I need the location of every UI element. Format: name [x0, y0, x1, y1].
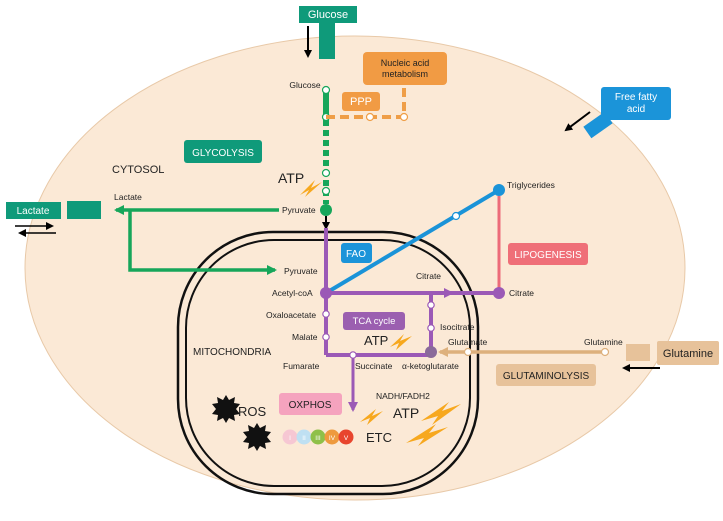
etc-complex-v	[338, 429, 354, 445]
lactate-channel	[67, 201, 101, 219]
etc-complex-label: I	[289, 435, 291, 442]
tca-node	[322, 333, 330, 341]
nucleic-acid-box	[363, 52, 447, 85]
nadh-label: NADH/FADH2	[376, 391, 430, 401]
fao-path	[324, 188, 501, 295]
glucose-transporter-label: Glucose	[308, 9, 348, 21]
glucose-channel	[319, 23, 335, 59]
cytosol-label: CYTOSOL	[112, 164, 164, 176]
oxphos-box	[279, 393, 342, 415]
atp-bolt-icon	[421, 402, 461, 425]
ppp-box	[342, 92, 380, 111]
lactate-transporter-label: Lactate	[17, 206, 50, 217]
glutaminolysis-label: GLUTAMINOLYSIS	[503, 371, 590, 382]
lactate-metabolite-label: Lactate	[114, 192, 142, 202]
tca-node	[349, 351, 357, 359]
alpha-kg-node	[425, 346, 437, 358]
lipogenesis-label: LIPOGENESIS	[514, 250, 582, 261]
triglycerides-node	[493, 184, 505, 196]
glutamine-node	[600, 347, 610, 357]
lactate-to-pyruvate-path	[128, 210, 277, 275]
malate-label: Malate	[292, 332, 318, 342]
tca-node	[322, 310, 330, 318]
etc-complex-ii	[296, 429, 312, 445]
tca-node	[427, 301, 435, 309]
triglycerides-label: Triglycerides	[507, 180, 555, 190]
glycolysis-node	[321, 168, 331, 178]
pyruvate-node	[320, 204, 332, 216]
ffa-transporter-box	[601, 87, 671, 120]
oxphos-label: OXPHOS	[289, 400, 332, 411]
lactate-transporter-box	[6, 202, 61, 219]
atp-bolt-icon	[300, 180, 322, 197]
ppp-node	[365, 112, 375, 122]
citrate-mito-label: Citrate	[416, 271, 441, 281]
atp-tca-label: ATP	[364, 333, 388, 348]
glucose-transporter-box	[299, 6, 357, 23]
pyruvate-cytosol-label: Pyruvate	[282, 205, 316, 215]
atp-bolt-icon	[406, 424, 448, 446]
fao-node	[451, 211, 461, 221]
pyruvate-mito-label: Pyruvate	[284, 266, 318, 276]
citrate-cytosol-label: Citrate	[509, 288, 534, 298]
glutaminolysis-box	[496, 364, 596, 386]
etc-complex-iv	[324, 429, 340, 445]
ffa-channel	[583, 111, 613, 139]
glycolysis-node	[321, 186, 331, 196]
ros-icon	[212, 395, 240, 423]
glycolysis-box	[184, 140, 262, 163]
etc-complex-i	[282, 429, 298, 445]
ppp-node	[399, 112, 409, 122]
atp-bolt-icon	[360, 409, 383, 425]
tca-box	[343, 312, 405, 330]
ppp-label: PPP	[350, 96, 372, 108]
ros-icon	[243, 423, 271, 451]
glycolysis-node	[321, 85, 331, 95]
glutamate-label: Glutamate	[448, 337, 487, 347]
tca-label: TCA cycle	[353, 316, 396, 327]
lipogenesis-box	[508, 243, 588, 265]
fumarate-label: Fumarate	[283, 361, 320, 371]
mitochondria-label: MITOCHONDRIA	[193, 347, 271, 358]
ffa-uptake-arrow	[564, 111, 591, 132]
succinate-label: Succinate	[355, 361, 393, 371]
isocitrate-label: Isocitrate	[440, 322, 475, 332]
glutamate-node	[463, 347, 473, 357]
etc-complex-label: III	[315, 435, 321, 442]
etc-complex-label: II	[302, 435, 306, 442]
acetyl-coa-node	[320, 287, 332, 299]
fao-label: FAO	[346, 249, 366, 260]
etc-label: ETC	[366, 430, 392, 445]
tca-node	[427, 324, 435, 332]
atp-etc-label: ATP	[393, 405, 419, 421]
glutamine-transporter-label: Glutamine	[663, 348, 713, 360]
glucose-metabolite-label: Glucose	[289, 80, 320, 90]
citrate-cytosol-node	[493, 287, 505, 299]
glycolysis-label: GLYCOLYSIS	[192, 148, 254, 159]
glutamine-metabolite-label: Glutamine	[584, 337, 623, 347]
atp-cytosol-label: ATP	[278, 170, 304, 186]
ros-label: ROS	[238, 404, 267, 419]
etc-complex-iii	[310, 429, 326, 445]
glutamine-channel	[626, 344, 650, 361]
glutamine-transporter-box	[657, 341, 719, 365]
etc-complex-label: IV	[329, 435, 336, 442]
alpha-kg-label: α-ketoglutarate	[402, 361, 459, 371]
fao-box	[341, 243, 372, 263]
etc-complex-label: V	[344, 435, 349, 442]
atp-bolt-icon	[390, 334, 412, 350]
oxaloacetate-label: Oxaloacetate	[266, 310, 316, 320]
acetyl-coa-label: Acetyl-coA	[272, 288, 313, 298]
